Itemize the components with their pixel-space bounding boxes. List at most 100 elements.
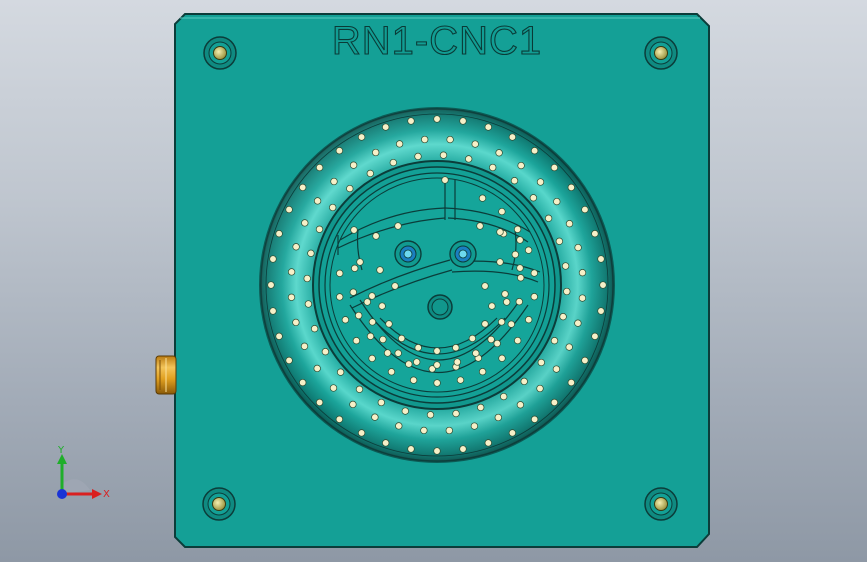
contact-hole (591, 332, 599, 340)
contact-hole (488, 302, 496, 310)
contact-hole (507, 320, 515, 328)
inner-recess[interactable] (312, 160, 562, 410)
contact-hole (476, 222, 484, 230)
contact-hole (561, 262, 570, 270)
contact-hole (511, 250, 519, 259)
contact-hole (574, 319, 582, 327)
contact-hole (315, 398, 324, 407)
contact-hole (520, 377, 528, 386)
contact-hole (433, 361, 441, 369)
contact-hole (565, 220, 574, 228)
contact-hole (470, 422, 479, 430)
contact-hole (377, 398, 385, 407)
contact-hole (484, 123, 492, 131)
center-bore[interactable] (427, 294, 453, 320)
contact-hole (501, 290, 509, 298)
contact-hole (484, 439, 492, 447)
contact-hole (529, 194, 538, 202)
contact-hole (300, 342, 309, 350)
contact-hole (357, 429, 366, 437)
contact-hole (395, 140, 404, 148)
contact-hole (503, 298, 511, 306)
contact-hole (382, 123, 390, 131)
contact-hole (552, 365, 561, 373)
contact-hole (517, 161, 525, 170)
contact-hole (349, 161, 358, 169)
contact-hole (599, 281, 607, 289)
contact-hole (275, 332, 283, 340)
contact-hole (401, 407, 409, 415)
bolt-bottom-left[interactable] (202, 487, 236, 521)
contact-hole (530, 147, 539, 155)
axis-triad[interactable]: Y X (48, 440, 118, 510)
contact-hole (428, 365, 436, 373)
contact-hole (299, 378, 307, 387)
contact-hole (303, 274, 311, 283)
contact-hole (439, 151, 448, 159)
brass-fitting[interactable] (155, 355, 177, 395)
contact-hole (514, 336, 522, 345)
contact-hole (313, 364, 321, 373)
y-axis-head (57, 454, 67, 464)
contact-hole (349, 400, 357, 409)
contact-hole (387, 368, 396, 376)
contact-hole (395, 422, 403, 430)
contact-hole (481, 282, 489, 290)
contact-hole (335, 415, 344, 423)
contact-hole (445, 426, 453, 435)
pin-left[interactable] (394, 240, 422, 268)
contact-hole (500, 392, 508, 401)
contact-hole (468, 334, 477, 343)
contact-hole (336, 293, 344, 301)
bolt-bottom-right[interactable] (644, 487, 678, 521)
contact-hole (433, 447, 441, 455)
contact-hole (397, 334, 406, 343)
contact-hole (310, 325, 319, 333)
contact-hole (394, 349, 402, 357)
contact-hole (459, 117, 467, 125)
contact-hole (341, 316, 350, 324)
contact-hole (567, 183, 575, 192)
contact-hole (536, 178, 545, 186)
contact-hole (407, 117, 415, 125)
contact-hole (496, 258, 504, 266)
contact-hole (477, 403, 485, 412)
contact-hole (330, 177, 338, 186)
contact-hole (315, 225, 324, 233)
contact-hole (510, 177, 519, 185)
contact-hole (372, 232, 380, 240)
contact-hole (496, 228, 504, 236)
contact-hole (498, 354, 506, 362)
contact-hole (350, 226, 358, 234)
contact-hole (394, 222, 402, 230)
contact-hole (516, 401, 525, 409)
contact-hole (508, 133, 517, 141)
y-axis-label: Y (57, 445, 65, 456)
contact-hole (414, 344, 422, 352)
contact-hole (453, 358, 461, 366)
pin-right[interactable] (449, 240, 477, 268)
contact-hole (355, 385, 364, 393)
contact-hole (371, 413, 379, 421)
contact-hole (481, 320, 489, 328)
bolt-top-right[interactable] (644, 36, 678, 70)
contact-hole (383, 349, 392, 357)
bolt-top-left[interactable] (203, 36, 237, 70)
contact-hole (578, 294, 587, 302)
contact-hole (287, 293, 296, 301)
contact-hole (379, 335, 387, 344)
contact-hole (363, 298, 371, 306)
contact-hole (441, 176, 449, 184)
contact-hole (508, 429, 517, 437)
contact-hole (446, 135, 454, 144)
contact-hole (497, 318, 506, 326)
contact-hole (376, 266, 384, 274)
contact-hole (357, 133, 366, 141)
contact-hole (567, 378, 575, 387)
contact-hole (553, 197, 561, 206)
contact-hole (368, 318, 377, 326)
contact-hole (355, 311, 363, 320)
contact-hole (301, 219, 309, 227)
